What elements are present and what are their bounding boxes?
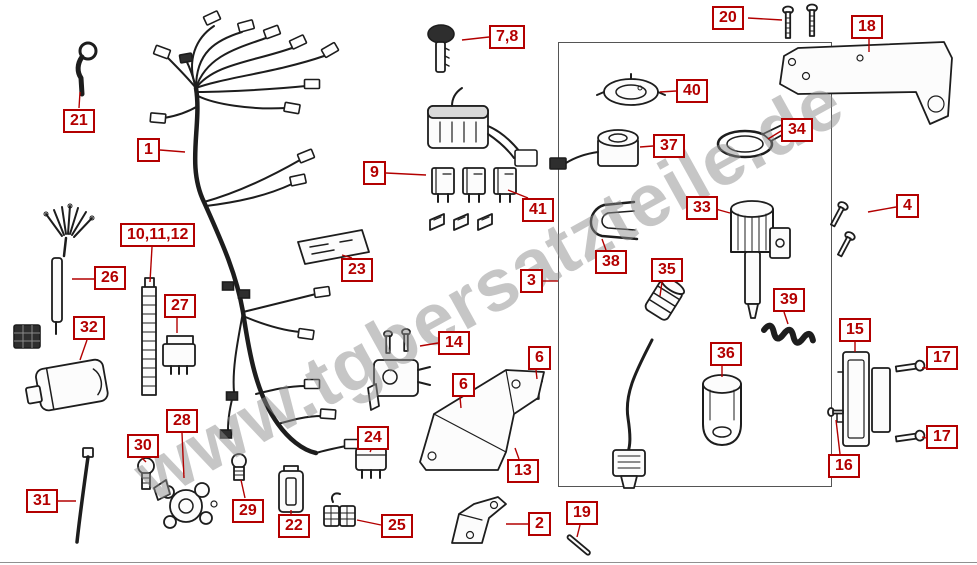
part-plate-23 (297, 229, 370, 265)
part-bracket-13 (419, 369, 545, 471)
part-bulb-29 (231, 453, 247, 481)
part-label-16[interactable]: 16 (828, 454, 860, 479)
part-label-20[interactable]: 20 (712, 6, 744, 31)
part-label-32[interactable]: 32 (73, 316, 105, 341)
part-label-37[interactable]: 37 (653, 134, 685, 159)
part-label-35[interactable]: 35 (651, 258, 683, 283)
group-box-3 (558, 42, 832, 487)
part-label-17[interactable]: 17 (926, 425, 958, 450)
part-label-10-11-12[interactable]: 10,11,12 (120, 223, 196, 248)
part-label-26[interactable]: 26 (94, 266, 126, 291)
part-label-6[interactable]: 6 (528, 346, 551, 371)
part-pump-28 (153, 479, 218, 529)
part-label-38[interactable]: 38 (595, 250, 627, 275)
part-terminal-comb-26 (43, 203, 95, 335)
part-spring-39 (761, 322, 816, 346)
part-label-25[interactable]: 25 (381, 514, 413, 539)
part-label-18[interactable]: 18 (851, 15, 883, 40)
part-label-7-8[interactable]: 7,8 (489, 25, 526, 50)
part-relay-24 (355, 447, 387, 479)
part-label-39[interactable]: 39 (773, 288, 805, 313)
part-screws-4 (830, 201, 856, 258)
part-label-6[interactable]: 6 (452, 373, 475, 398)
part-label-36[interactable]: 36 (710, 342, 742, 367)
page-bottom-rule (0, 562, 977, 563)
part-cap-30 (137, 457, 155, 490)
part-key-7-8 (427, 24, 455, 73)
part-plate-15 (836, 351, 891, 447)
part-screw-16 (827, 407, 844, 417)
part-label-27[interactable]: 27 (164, 294, 196, 319)
part-label-40[interactable]: 40 (676, 79, 708, 104)
part-label-3[interactable]: 3 (520, 269, 543, 294)
part-label-30[interactable]: 30 (127, 434, 159, 459)
part-label-21[interactable]: 21 (63, 109, 95, 134)
part-relays-9 (431, 167, 517, 203)
part-clamp-38 (589, 200, 639, 241)
part-label-4[interactable]: 4 (896, 194, 919, 219)
part-screw-17-bottom (894, 429, 926, 443)
part-ignition-lock-33 (730, 200, 791, 319)
part-label-15[interactable]: 15 (839, 318, 871, 343)
part-screws-20 (782, 3, 818, 39)
part-clips-41 (429, 213, 493, 231)
part-switch-14 (367, 328, 431, 411)
part-label-13[interactable]: 13 (507, 459, 539, 484)
part-label-31[interactable]: 31 (26, 489, 58, 514)
part-label-22[interactable]: 22 (278, 514, 310, 539)
part-label-14[interactable]: 14 (438, 331, 470, 356)
part-cable-tie-31 (75, 447, 94, 544)
part-label-34[interactable]: 34 (781, 118, 813, 143)
part-cdi-unit-9 (427, 87, 538, 167)
part-connector-25 (323, 492, 356, 527)
part-label-41[interactable]: 41 (522, 198, 554, 223)
part-switch-37 (549, 129, 639, 170)
part-label-19[interactable]: 19 (566, 501, 598, 526)
part-wiring-harness-1 (149, 10, 361, 456)
part-label-28[interactable]: 28 (166, 409, 198, 434)
part-connector-32 (13, 324, 41, 349)
part-fuse-strip-10-11-12 (141, 277, 157, 396)
part-cap-40 (596, 73, 666, 106)
part-fuse-holder-22 (278, 465, 304, 513)
part-relay-27 (162, 335, 196, 375)
part-label-24[interactable]: 24 (357, 426, 389, 451)
part-plug-cable-35 (612, 276, 686, 489)
part-bracket-2 (451, 496, 507, 544)
part-screw-17-top (894, 359, 926, 373)
part-bracket-18 (779, 41, 953, 125)
part-label-17[interactable]: 17 (926, 346, 958, 371)
part-flasher-32 (25, 358, 109, 412)
part-label-33[interactable]: 33 (686, 196, 718, 221)
part-label-29[interactable]: 29 (232, 499, 264, 524)
part-label-2[interactable]: 2 (528, 512, 551, 537)
part-label-9[interactable]: 9 (363, 161, 386, 186)
part-hook-21 (75, 41, 98, 97)
part-socket-36 (702, 374, 742, 446)
part-label-1[interactable]: 1 (137, 138, 160, 163)
part-label-23[interactable]: 23 (341, 258, 373, 283)
part-pin-19 (566, 534, 591, 556)
